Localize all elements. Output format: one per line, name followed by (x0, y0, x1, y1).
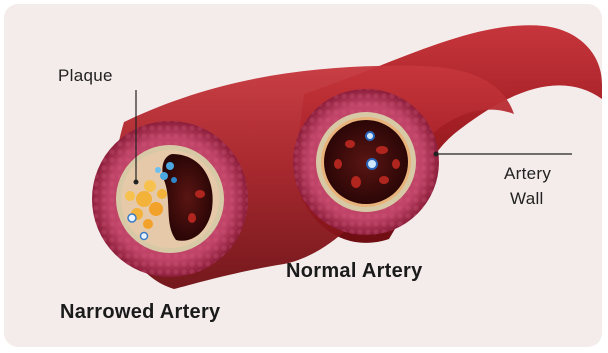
narrowed-artery-label: Narrowed Artery (60, 301, 220, 324)
artery-wall-label-line2: Wall (510, 189, 544, 209)
diagram-card: Plaque Artery Wall Normal Artery Narrowe… (4, 4, 602, 347)
artery-wall-label-line1: Artery (504, 164, 551, 184)
normal-artery-cross-section (293, 89, 439, 235)
plaque-label: Plaque (58, 66, 113, 86)
narrowed-artery-cross-section (92, 121, 248, 277)
normal-artery-label: Normal Artery (286, 260, 423, 283)
